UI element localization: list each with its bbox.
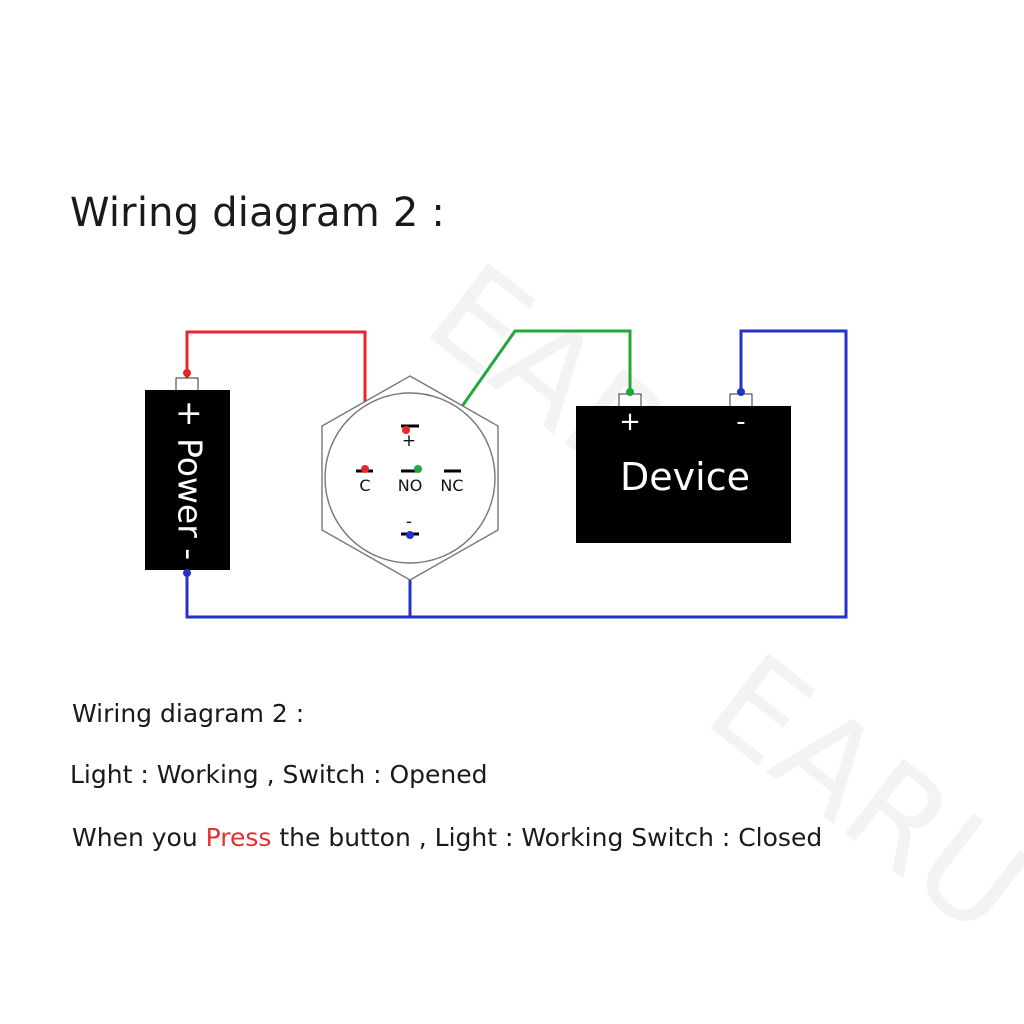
connection-dots [183,369,745,577]
dot-switch-c [361,465,369,473]
terminal-c-label: C [359,476,370,495]
terminal-nc-label: NC [440,476,463,495]
signal-wire-path [416,329,632,470]
push-switch: + C NO NC - [321,375,499,581]
dot-switch-no [414,465,422,473]
press-suffix: the button , Light : Working Switch : Cl… [271,823,823,852]
switch-minus-label: - [406,512,412,532]
device-body [576,406,791,543]
device-label: Device [620,455,750,499]
dot-power-plus [183,369,191,377]
watermark-text-2: EARU [681,625,1024,964]
negative-wire-path [185,329,848,619]
caption-press-line: When you Press the button , Light : Work… [72,823,822,852]
power-terminal [175,377,199,392]
switch-plus-label: + [402,431,416,451]
signal-wire [416,329,632,470]
terminal-no-label: NO [398,476,423,495]
power-label: + Power - [171,400,210,560]
dot-device-minus [737,388,745,396]
dot-switch-plus [402,426,410,434]
dot-power-minus [183,569,191,577]
caption-state-line: Light : Working , Switch : Opened [70,760,488,789]
dot-switch-minus [406,531,414,539]
watermark: EARU EARU [401,235,1024,964]
device-plus-label: + [619,407,641,437]
caption-heading: Wiring diagram 2 : [72,699,305,728]
device: + - Device [576,393,791,543]
switch-hex-body [321,375,499,581]
power-supply: + Power - [145,377,230,570]
press-prefix: When you [72,823,206,852]
power-body [145,390,230,570]
dot-device-plus [626,388,634,396]
page-title: Wiring diagram 2 : [70,190,446,236]
press-word: Press [205,823,272,852]
switch-ring [324,392,496,564]
positive-wire-path [185,330,367,469]
device-minus-label: - [736,407,745,437]
